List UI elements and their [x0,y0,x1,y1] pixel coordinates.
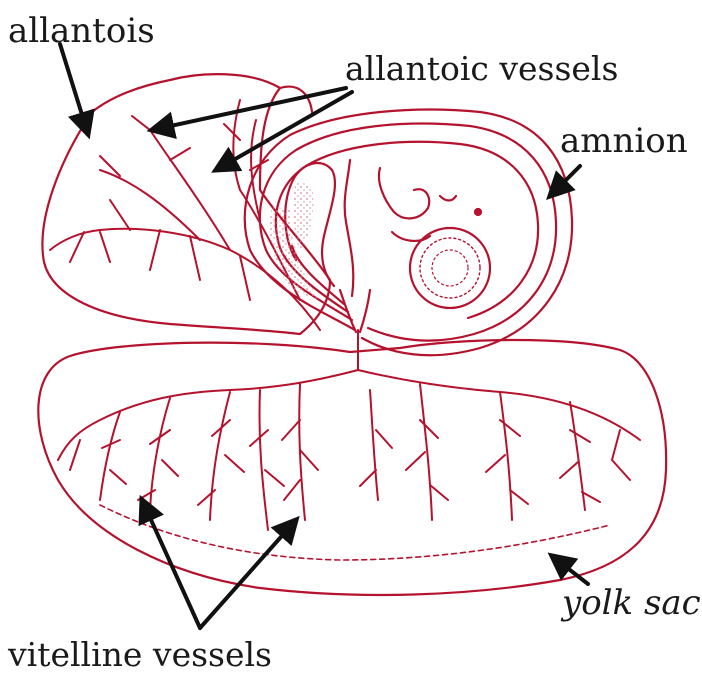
arrow-allantois [60,44,88,134]
label-allantoic-vessels: allantoic vessels [345,52,618,85]
vitelline-vessels [58,330,640,530]
label-amnion: amnion [560,124,688,158]
yolk-sac-inner-line [100,505,610,560]
label-vitelline-vessels: vitelline vessels [8,638,272,671]
arrow-vitelline-2 [200,520,296,628]
umbilical-circle [410,228,490,308]
label-allantois: allantois [8,14,155,48]
label-yolk-sac: yolk sac [562,586,701,620]
arrow-amnion [550,166,580,196]
arrow-vitelline-1 [142,500,200,628]
